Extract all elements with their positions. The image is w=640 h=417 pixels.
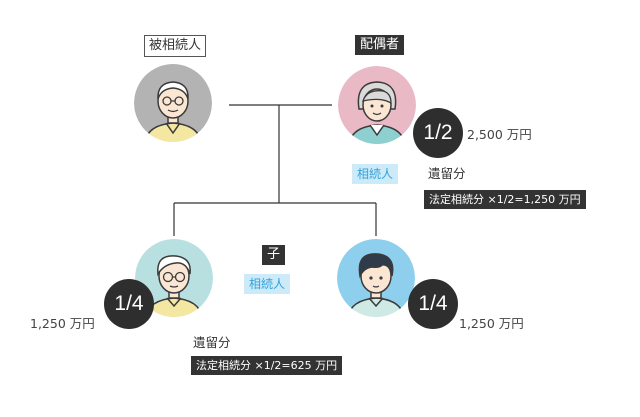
children-label: 子 bbox=[262, 245, 285, 265]
child2-fraction-badge: 1/4 bbox=[408, 279, 458, 329]
spouse-label: 配偶者 bbox=[355, 35, 404, 55]
spouse-heir-tag: 相続人 bbox=[352, 164, 398, 184]
child2-amount: 1,250 万円 bbox=[459, 313, 524, 332]
spouse-amount: 2,500 万円 bbox=[467, 124, 532, 143]
spouse-fraction-badge: 1/2 bbox=[413, 108, 463, 158]
spouse-reserved-label: 遺留分 bbox=[428, 163, 466, 182]
spouse-reserved-calc: 法定相続分 ×1/2=1,250 万円 bbox=[424, 190, 586, 209]
child1-reserved-calc: 法定相続分 ×1/2=625 万円 bbox=[191, 356, 342, 375]
child1-reserved-label: 遺留分 bbox=[193, 332, 231, 351]
children-heir-tag: 相続人 bbox=[244, 274, 290, 294]
child1-fraction-badge: 1/4 bbox=[104, 279, 154, 329]
elderly-man-avatar-icon bbox=[133, 63, 213, 143]
young-man-avatar-icon bbox=[336, 238, 416, 318]
elderly-woman-avatar-icon bbox=[337, 65, 417, 145]
decedent-label: 被相続人 bbox=[144, 35, 206, 57]
child1-amount: 1,250 万円 bbox=[30, 313, 95, 332]
